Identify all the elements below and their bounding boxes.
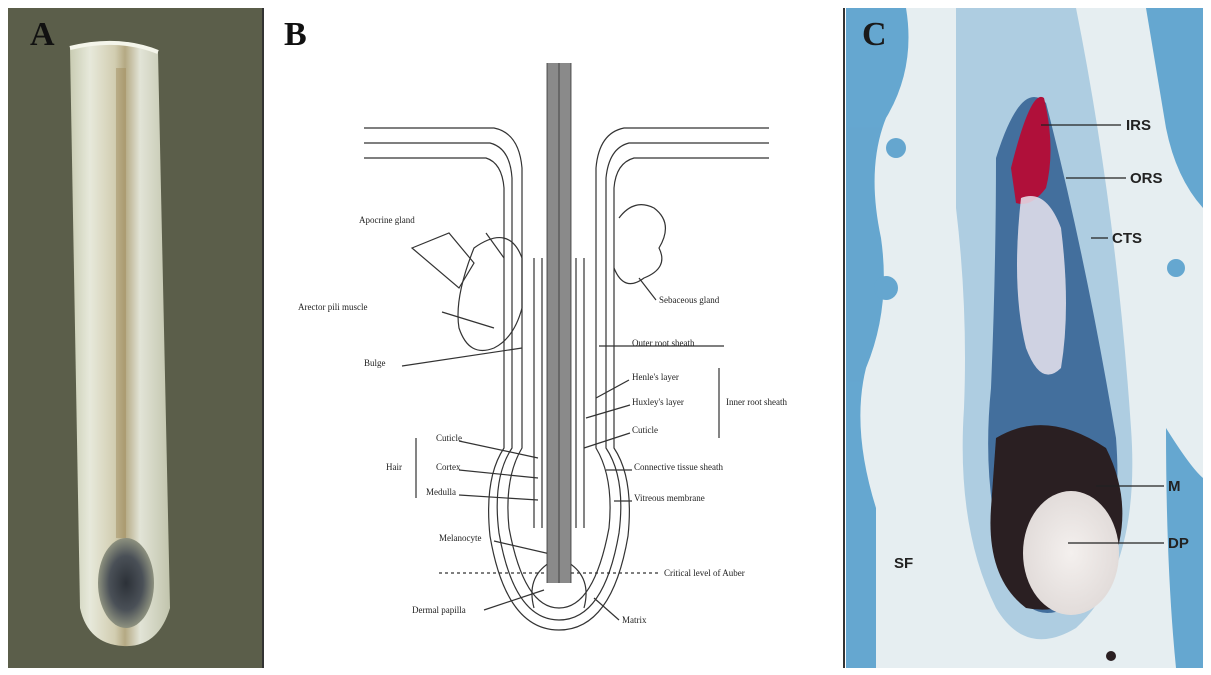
- label-cuticle-left: Cuticle: [436, 433, 462, 443]
- follicle-photo: [8, 8, 262, 668]
- label-bulge: Bulge: [364, 358, 386, 368]
- label-cortex: Cortex: [436, 462, 461, 472]
- panel-b-diagram: Apocrine gland Arector pili muscle Bulge…: [262, 8, 845, 668]
- label-hair: Hair: [386, 462, 402, 472]
- dark-bulb: [98, 538, 154, 628]
- panel-a-letter: A: [30, 16, 55, 54]
- label-dermal-papilla: Dermal papilla: [412, 605, 466, 615]
- label-dp: DP: [1168, 535, 1189, 552]
- label-sebaceous-gland: Sebaceous gland: [659, 295, 720, 305]
- label-matrix: Matrix: [622, 615, 647, 625]
- label-apocrine-gland: Apocrine gland: [359, 215, 415, 225]
- label-inner-root-sheath: Inner root sheath: [726, 397, 787, 407]
- label-m: M: [1168, 478, 1181, 495]
- dermal-papilla: [1023, 491, 1119, 615]
- label-melanocyte: Melanocyte: [439, 533, 481, 543]
- panel-a-photo: A: [8, 8, 262, 668]
- panel-b-letter: B: [284, 16, 307, 54]
- label-vitreous-membrane: Vitreous membrane: [634, 493, 705, 503]
- label-critical-level: Critical level of Auber: [664, 568, 745, 578]
- label-connective-tissue-sheath: Connective tissue sheath: [634, 462, 723, 472]
- label-sf: SF: [894, 555, 913, 572]
- label-arrector-pili: Arector pili muscle: [298, 302, 367, 312]
- follicle-diagram: Apocrine gland Arector pili muscle Bulge…: [264, 8, 845, 668]
- label-cts: CTS: [1112, 230, 1142, 247]
- label-irs: IRS: [1126, 117, 1151, 134]
- label-outer-root-sheath: Outer root sheath: [632, 338, 695, 348]
- label-cuticle-right: Cuticle: [632, 425, 658, 435]
- panel-c-letter: C: [862, 16, 887, 54]
- label-medulla: Medulla: [426, 487, 456, 497]
- label-henles-layer: Henle's layer: [632, 372, 679, 382]
- hair-shaft: [116, 68, 126, 538]
- panel-c-histology: IRS ORS CTS M DP SF C: [846, 8, 1203, 668]
- label-huxleys-layer: Huxley's layer: [632, 397, 684, 407]
- label-ors: ORS: [1130, 170, 1163, 187]
- histology-image: IRS ORS CTS M DP SF: [846, 8, 1203, 668]
